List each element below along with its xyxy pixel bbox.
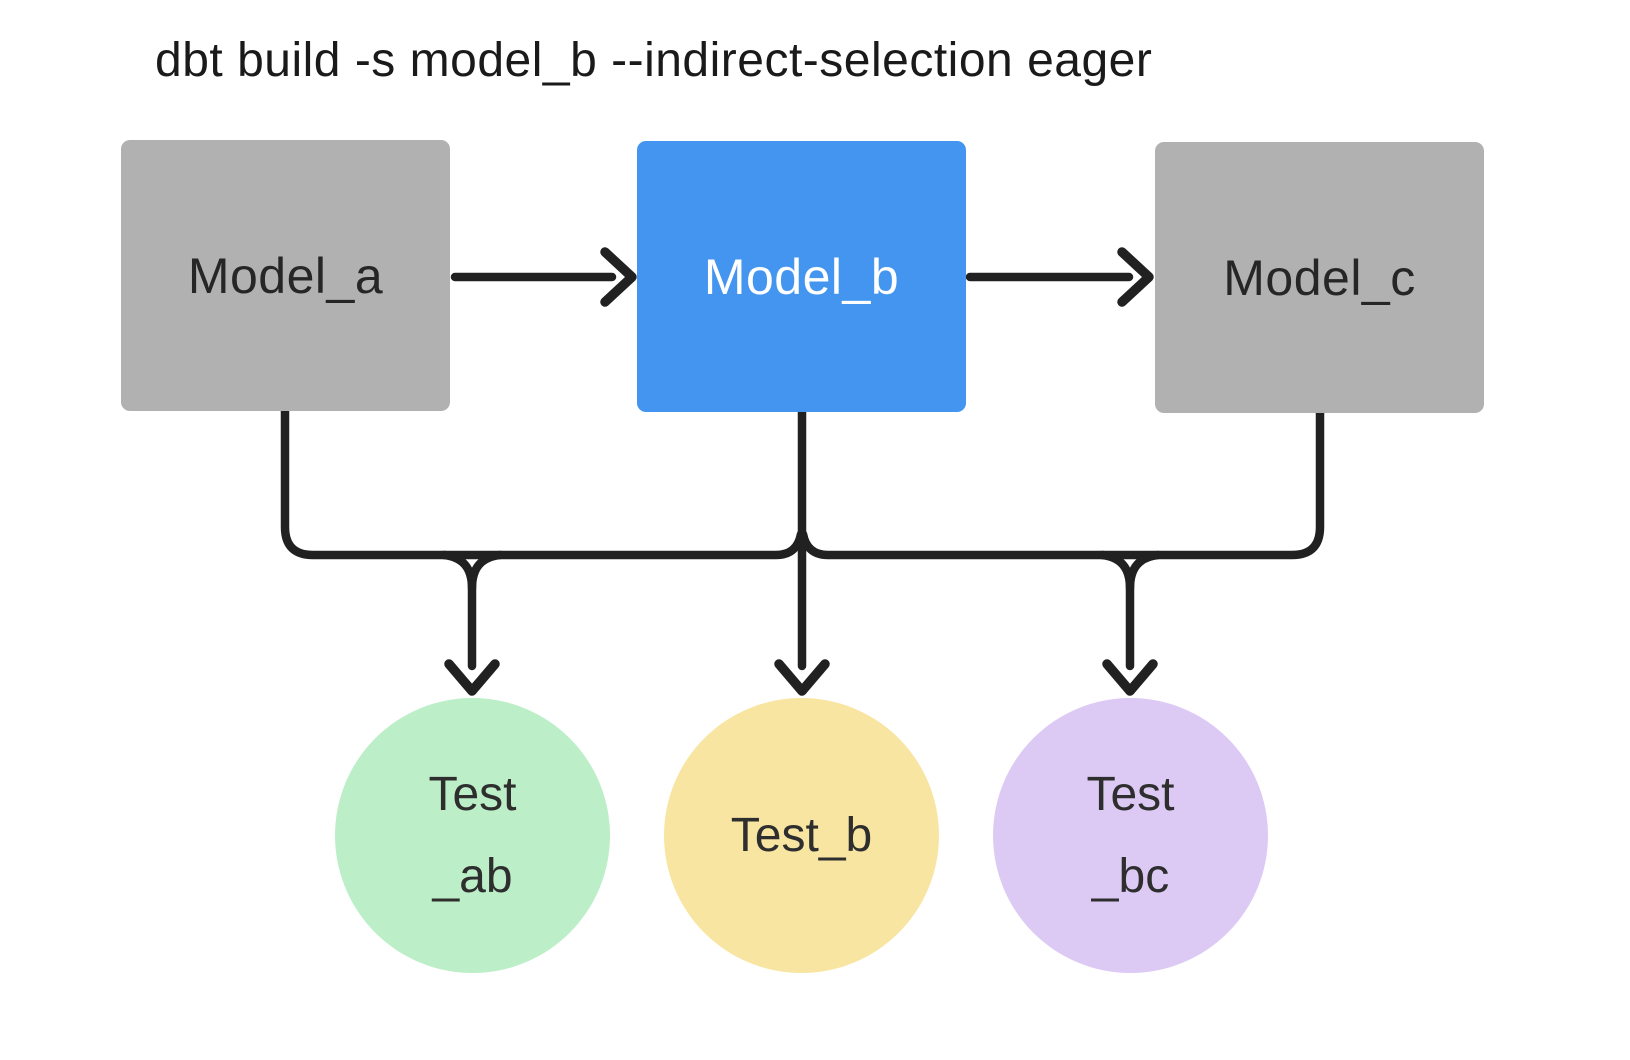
edge-group [280,247,1325,696]
arrowhead-model-c [1117,247,1154,307]
edge-fork-test-bc [1097,550,1135,671]
node-test-ab-label-line2: _ab [432,849,513,903]
node-model-c: Model_c [1155,142,1484,413]
node-model-b-selected: Model_b [637,141,966,412]
node-model-c-label: Model_c [1223,249,1416,306]
node-model-b-label: Model_b [703,248,900,305]
node-test-bc: Test _bc [993,698,1268,973]
node-model-a-label: Model_a [187,247,384,304]
node-test-bc-label-line2: _bc [1091,849,1170,903]
dbt-command-title: dbt build -s model_b --indirect-selectio… [155,34,1153,87]
node-model-a: Model_a [121,140,450,411]
edge-fork-test-ab-right-fillet [467,550,505,593]
arrowhead-test-ab [444,659,500,696]
arrowhead-model-b [600,247,637,307]
edge-model-a-drop [280,405,806,560]
node-test-b: Test_b [664,698,939,973]
node-test-ab: Test _ab [335,698,610,973]
edge-model-c-drop [798,408,1325,560]
node-test-b-label: Test_b [730,808,873,862]
arrowhead-test-b [774,659,830,696]
edge-fork-test-ab [439,550,477,671]
node-test-ab-label-line1: Test [428,767,517,821]
node-test-bc-label-line1: Test [1086,767,1175,821]
edge-fork-test-bc-right-fillet [1125,550,1163,593]
arrowhead-test-bc [1102,659,1158,696]
